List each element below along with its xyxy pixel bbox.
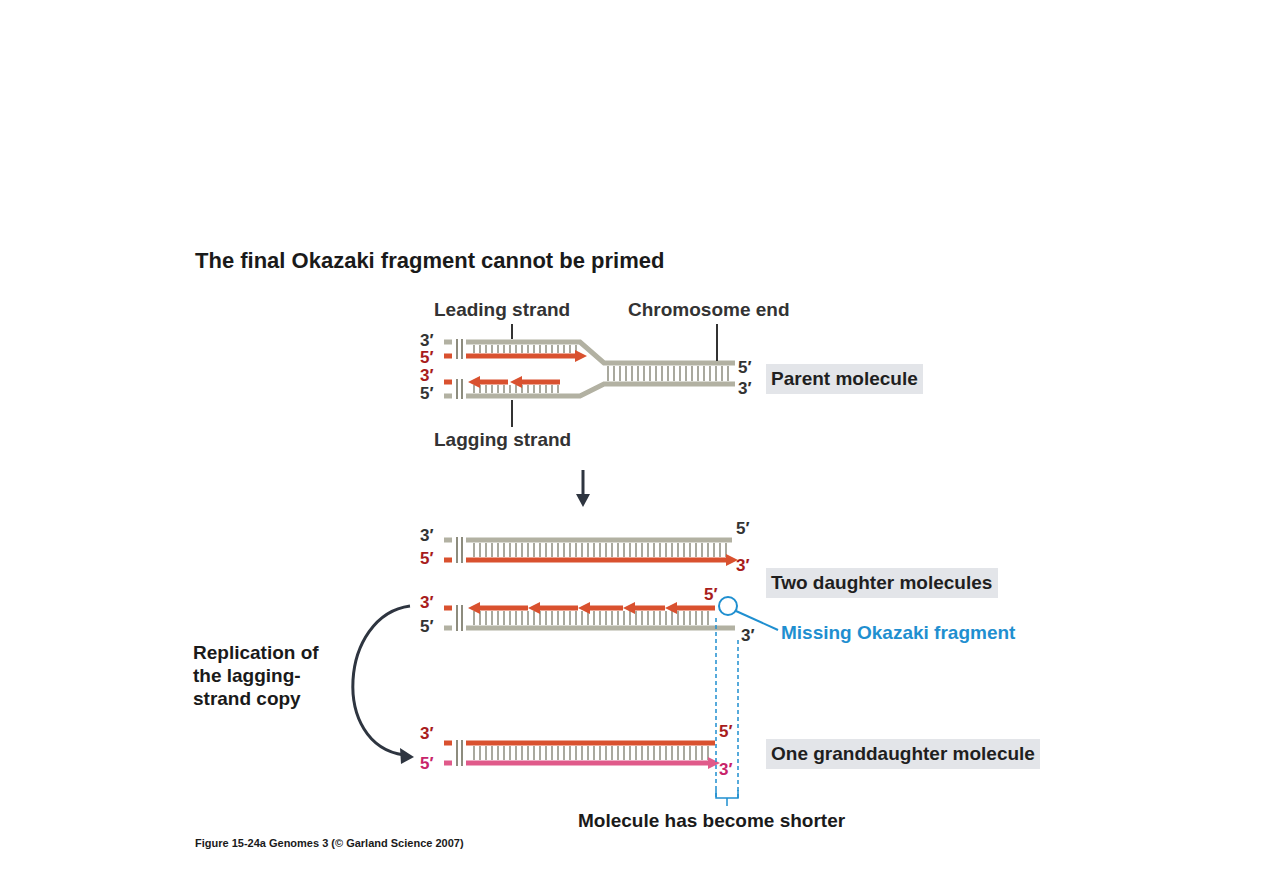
end-label: 5′ xyxy=(704,585,718,605)
figure-title: The final Okazaki fragment cannot be pri… xyxy=(195,248,664,273)
end-label: 3′ xyxy=(719,760,733,780)
strand-label: Lagging strand xyxy=(434,429,571,451)
end-label: 5′ xyxy=(420,549,434,569)
missing-fragment-marker xyxy=(719,597,778,630)
process-label: Replication of the lagging-strand copy xyxy=(193,642,343,710)
molecule-tag: Two daughter molecules xyxy=(766,568,998,598)
length-bracket xyxy=(716,618,738,806)
strand-label: Leading strand xyxy=(434,299,570,321)
molecule-tag: Parent molecule xyxy=(766,364,923,394)
end-label: 5′ xyxy=(719,722,733,742)
strand-label: Chromosome end xyxy=(628,299,790,321)
molecule-name: Two daughter molecules xyxy=(771,572,993,594)
end-label: 3′ xyxy=(738,379,752,399)
figure-caption: Figure 15-24a Genomes 3 (© Garland Scien… xyxy=(195,837,464,850)
end-label: 3′ xyxy=(420,724,434,744)
callout-label: Missing Okazaki fragment xyxy=(781,622,1015,644)
end-label: 5′ xyxy=(420,754,434,774)
molecule-name: Parent molecule xyxy=(771,368,918,390)
end-label: 3′ xyxy=(420,526,434,546)
end-label: 5′ xyxy=(420,348,434,368)
molecule-tag: One granddaughter molecule xyxy=(766,739,1040,769)
molecule-name: One granddaughter molecule xyxy=(771,743,1035,765)
end-label: 3′ xyxy=(741,626,755,646)
end-label: 5′ xyxy=(736,519,750,539)
base-pairs xyxy=(457,339,728,766)
end-label: 5′ xyxy=(420,617,434,637)
curved-arrow xyxy=(353,606,414,764)
end-label: 3′ xyxy=(736,556,750,576)
end-label: 3′ xyxy=(420,593,434,613)
down-arrow xyxy=(576,470,590,507)
strands xyxy=(444,342,735,763)
leader-lines xyxy=(512,324,717,427)
end-label: 5′ xyxy=(420,384,434,404)
dimension-label: Molecule has become shorter xyxy=(578,810,845,832)
end-label: 5′ xyxy=(738,358,752,378)
arrowheads xyxy=(468,350,738,769)
end-label: 3′ xyxy=(420,331,434,351)
end-label: 3′ xyxy=(420,366,434,386)
